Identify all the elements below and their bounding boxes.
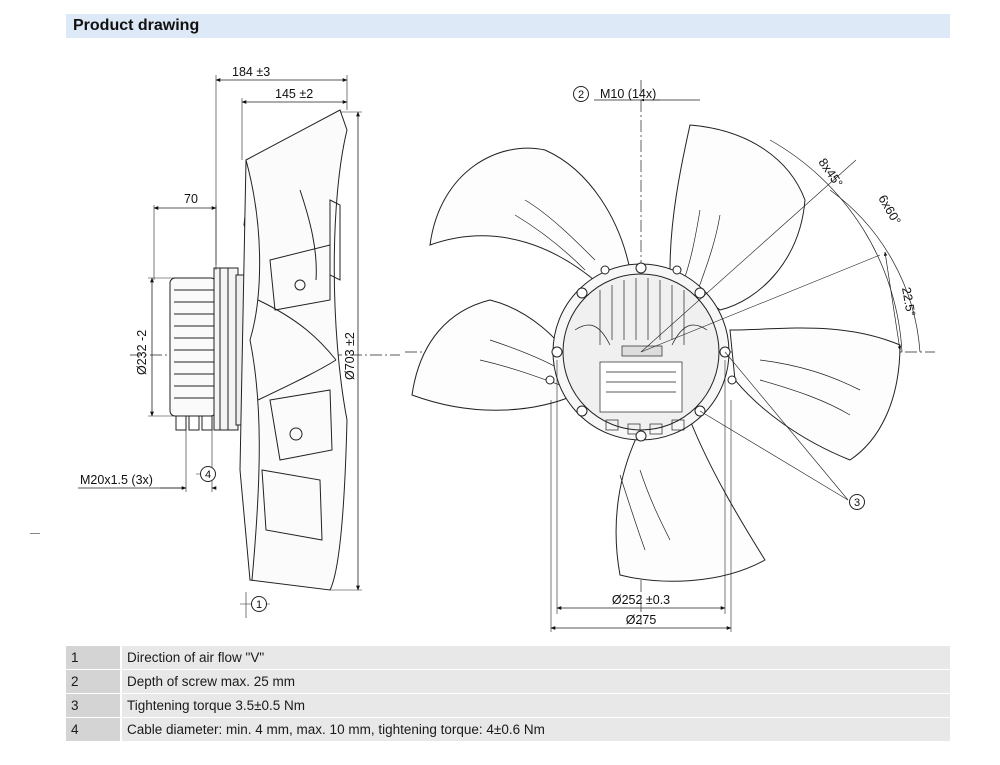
edge-mark <box>30 533 40 534</box>
section-title: Product drawing <box>73 17 200 34</box>
legend-number: 3 <box>66 694 120 717</box>
dim-flange: Ø275 <box>626 613 657 627</box>
legend-description: Direction of air flow "V" <box>122 646 950 669</box>
dim-motor: 70 <box>184 192 198 206</box>
product-drawing: 184 ±3 145 ±2 70 Ø232 -2 Ø703 ±2 M20x1.5… <box>78 65 935 632</box>
legend-description: Depth of screw max. 25 mm <box>122 670 950 693</box>
mounting-screws <box>545 262 737 442</box>
callout-screw: 2 <box>578 89 584 101</box>
legend-description: Tightening torque 3.5±0.5 Nm <box>122 694 950 717</box>
dim-motor-diameter: Ø232 -2 <box>135 330 149 375</box>
dim-depth-wheel: 145 ±2 <box>275 87 313 101</box>
legend-row: 1 Direction of air flow "V" <box>66 646 950 669</box>
legend-table: 1 Direction of air flow "V" 2 Depth of s… <box>66 646 950 742</box>
angle-6x60: 6x60° <box>875 193 903 228</box>
dim-bolt-circle: Ø252 ±0.3 <box>612 593 670 607</box>
dim-wheel-diameter: Ø703 ±2 <box>343 332 357 380</box>
legend-number: 2 <box>66 670 120 693</box>
impeller-profile <box>239 109 348 591</box>
side-view-labels: 184 ±3 145 ±2 70 Ø232 -2 Ø703 ±2 M20x1.5… <box>80 65 357 611</box>
section-header: Product drawing <box>66 14 950 38</box>
dim-depth-total: 184 ±3 <box>232 65 270 79</box>
cable-glands <box>175 415 213 431</box>
angle-offset: 22.5° <box>899 286 918 317</box>
side-view <box>78 75 400 618</box>
callout-cable: 4 <box>205 469 211 481</box>
front-view-labels: 2 M10 (14x) 8x45° 6x60° 22.5° 3 Ø252 ±0.… <box>578 87 918 627</box>
screw-thread: M10 (14x) <box>600 87 656 101</box>
legend-number: 4 <box>66 718 120 741</box>
blade-ribs <box>479 199 861 551</box>
callout-torque: 3 <box>854 497 860 509</box>
legend-description: Cable diameter: min. 4 mm, max. 10 mm, t… <box>122 718 950 741</box>
motor-body <box>169 267 247 431</box>
legend-row: 3 Tightening torque 3.5±0.5 Nm <box>66 694 950 717</box>
cable-gland-thread: M20x1.5 (3x) <box>80 473 153 487</box>
angle-8x45: 8x45° <box>816 156 846 190</box>
impeller-blades <box>411 124 901 582</box>
legend-number: 1 <box>66 646 120 669</box>
legend-row: 2 Depth of screw max. 25 mm <box>66 670 950 693</box>
callout-airflow: 1 <box>256 599 262 611</box>
legend-row: 4 Cable diameter: min. 4 mm, max. 10 mm,… <box>66 718 950 741</box>
front-view <box>405 80 935 632</box>
